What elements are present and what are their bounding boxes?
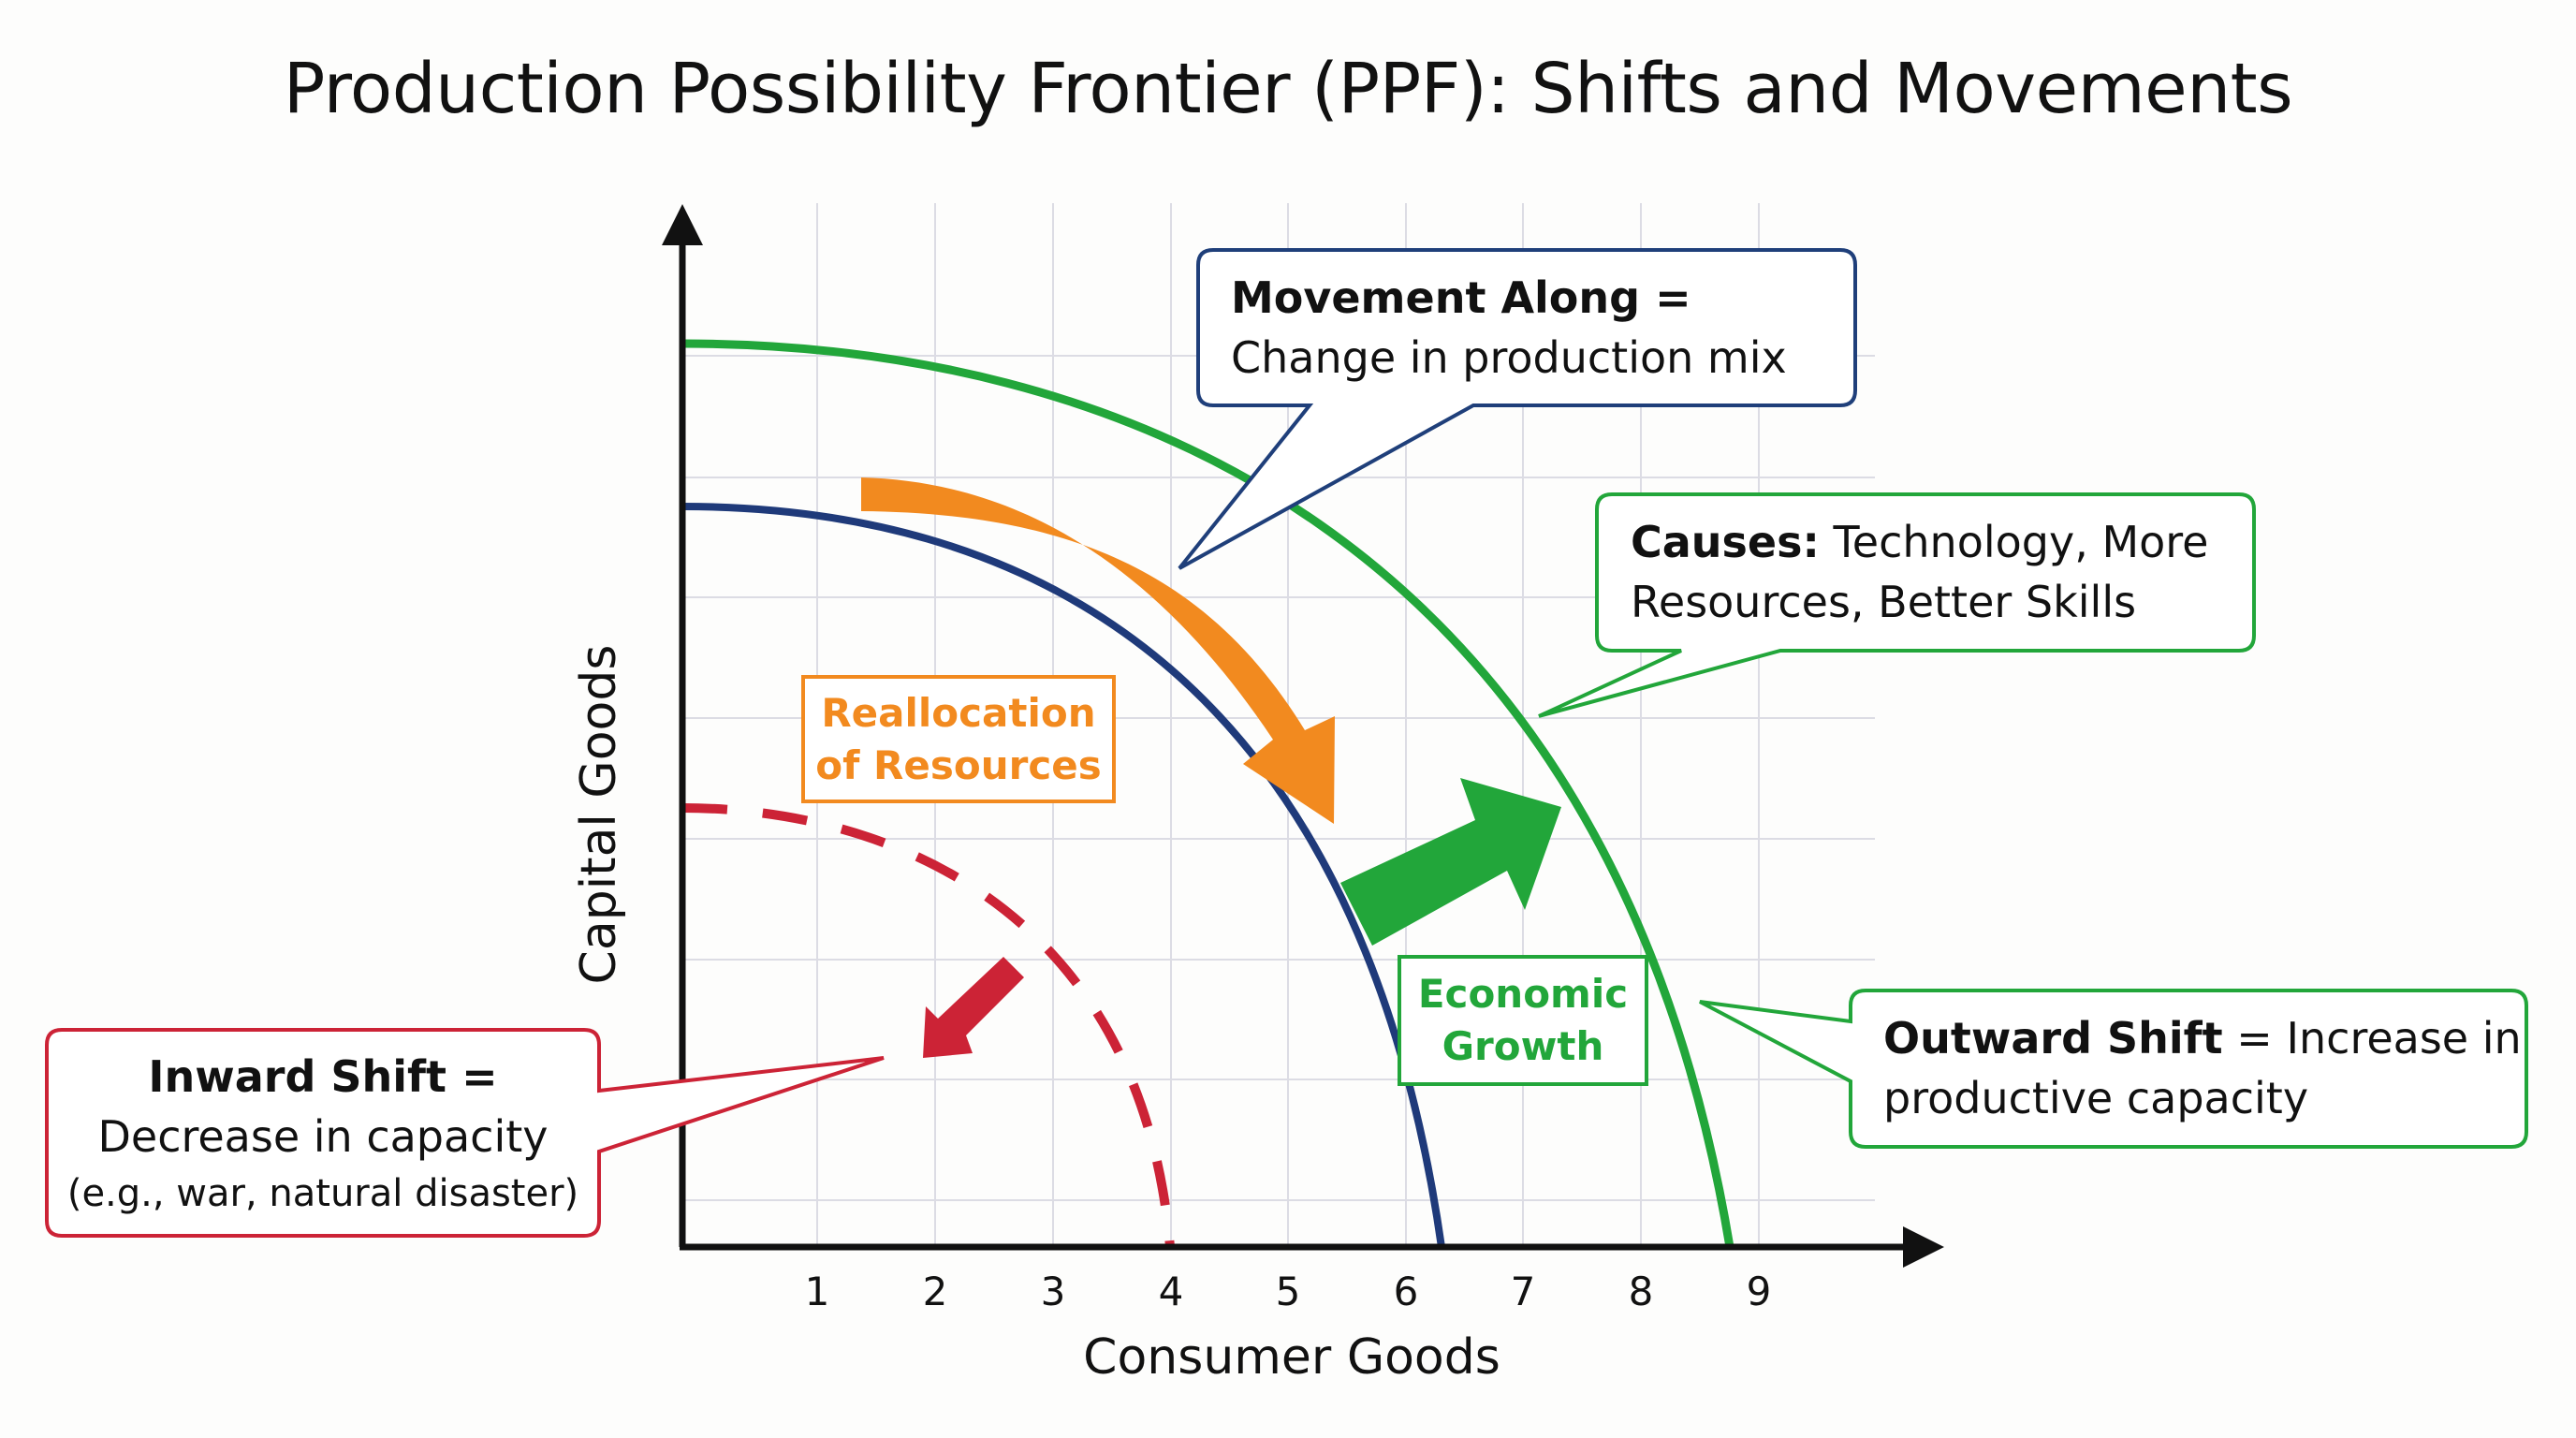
inward-callout: Inward Shift = Decrease in capacity (e.g…: [49, 1047, 597, 1221]
inward-callout-line1: Decrease in capacity: [97, 1111, 549, 1162]
economic-growth-arrow: [1340, 778, 1561, 946]
outward-callout-box: [1699, 989, 2528, 1149]
y-axis-arrow-icon: [662, 204, 703, 245]
x-tick-8: 8: [1628, 1269, 1654, 1314]
causes-callout-line1: Technology, More: [1819, 517, 2209, 567]
reallocation-label-line2: of Resources: [815, 742, 1102, 788]
outward-callout-title: Outward Shift: [1883, 1013, 2223, 1064]
x-tick-1: 1: [804, 1269, 830, 1314]
growth-label-box: [1398, 955, 1648, 1086]
x-tick-9: 9: [1746, 1269, 1772, 1314]
reallocation-label-line1: Reallocation: [821, 690, 1096, 736]
axes: [662, 204, 1944, 1268]
movement-callout: Movement Along = Change in production mi…: [1231, 268, 1787, 388]
x-tick-5: 5: [1275, 1269, 1301, 1314]
causes-callout-line2: Resources, Better Skills: [1631, 577, 2137, 627]
inward-ppf-curve: [681, 803, 1175, 1248]
reallocation-label-box: [801, 675, 1116, 803]
causes-callout-box: [1538, 492, 2256, 718]
movement-callout-body: Change in production mix: [1231, 332, 1787, 383]
x-axis-label: Consumer Goods: [1083, 1329, 1500, 1386]
movement-callout-title: Movement Along =: [1231, 272, 1691, 323]
y-axis-label: Capital Goods: [571, 644, 627, 985]
inward-shift-arrow: [923, 957, 1024, 1058]
inward-callout-title: Inward Shift =: [148, 1051, 498, 1102]
inward-callout-box: [45, 1028, 885, 1238]
x-tick-4: 4: [1158, 1269, 1184, 1314]
growth-label-line2: Growth: [1442, 1023, 1604, 1069]
reallocation-arrow: [861, 477, 1335, 824]
causes-callout-title: Causes:: [1631, 517, 1820, 567]
x-tick-7: 7: [1510, 1269, 1536, 1314]
inward-callout-line2: (e.g., war, natural disaster): [66, 1172, 579, 1215]
x-axis-arrow-icon: [1903, 1226, 1944, 1268]
x-tick-6: 6: [1393, 1269, 1419, 1314]
x-tick-3: 3: [1040, 1269, 1066, 1314]
outward-callout-line1: = Increase in: [2222, 1013, 2522, 1064]
outward-callout: Outward Shift = Increase in productive c…: [1883, 1008, 2522, 1128]
growth-label-line1: Economic: [1417, 971, 1629, 1017]
movement-callout-box: [1178, 248, 1857, 570]
x-tick-2: 2: [922, 1269, 948, 1314]
reallocation-label: Reallocation of Resources: [805, 687, 1112, 792]
outward-ppf-curve: [681, 339, 1734, 1248]
growth-label: Economic Growth: [1401, 968, 1645, 1073]
page-title: Production Possibility Frontier (PPF): S…: [283, 49, 2293, 129]
outward-callout-line2: productive capacity: [1883, 1073, 2309, 1123]
causes-callout: Causes: Technology, More Resources, Bett…: [1631, 512, 2208, 632]
original-ppf-curve: [681, 503, 1445, 1248]
